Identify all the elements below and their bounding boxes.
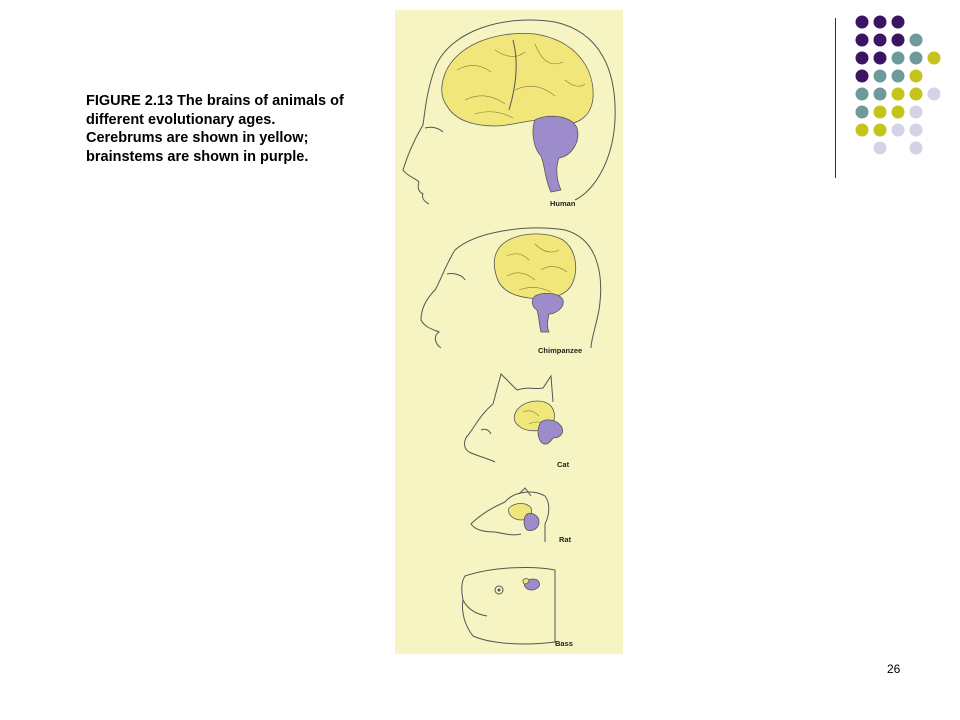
decor-dot [909, 141, 923, 155]
decor-dot [891, 123, 905, 137]
decor-dot [891, 87, 905, 101]
human-illustration: Human [402, 19, 616, 208]
decor-dot [909, 87, 923, 101]
brain-comparison-figure: Human Chimpanzee Cat [395, 10, 623, 654]
decor-dot [909, 51, 923, 65]
decor-dot [927, 87, 941, 101]
decor-dot [909, 123, 923, 137]
decor-dot [873, 51, 887, 65]
cat-illustration: Cat [464, 373, 570, 469]
brain-illustrations: Human Chimpanzee Cat [402, 19, 616, 648]
decor-dot [855, 105, 869, 119]
page-number: 26 [887, 662, 901, 676]
decor-dot [891, 69, 905, 83]
decor-dot [855, 69, 869, 83]
decor-dot [891, 105, 905, 119]
decor-dot [855, 123, 869, 137]
decor-dot [855, 33, 869, 47]
decor-dot [873, 105, 887, 119]
decor-dot [927, 51, 941, 65]
decor-dot [873, 15, 887, 29]
decor-dot [909, 69, 923, 83]
decorative-divider [835, 18, 836, 178]
decor-dot [873, 123, 887, 137]
chimpanzee-illustration: Chimpanzee [420, 227, 602, 355]
label-cat: Cat [557, 460, 570, 469]
label-rat: Rat [559, 535, 572, 544]
decor-dot [873, 87, 887, 101]
decor-dot [855, 51, 869, 65]
decor-dot [855, 15, 869, 29]
rat-illustration: Rat [470, 487, 572, 544]
decor-dot [873, 33, 887, 47]
decor-dot [891, 51, 905, 65]
decor-dot [873, 141, 887, 155]
decor-dot [891, 33, 905, 47]
bass-illustration: Bass [461, 567, 573, 648]
decor-dot [909, 105, 923, 119]
figure-caption: FIGURE 2.13 The brains of animals of dif… [86, 93, 344, 165]
label-chimpanzee: Chimpanzee [538, 346, 582, 355]
decor-dot [909, 33, 923, 47]
decor-dot [855, 87, 869, 101]
label-bass: Bass [555, 639, 573, 648]
decor-dot [891, 15, 905, 29]
label-human: Human [550, 199, 576, 208]
decor-dot [873, 69, 887, 83]
